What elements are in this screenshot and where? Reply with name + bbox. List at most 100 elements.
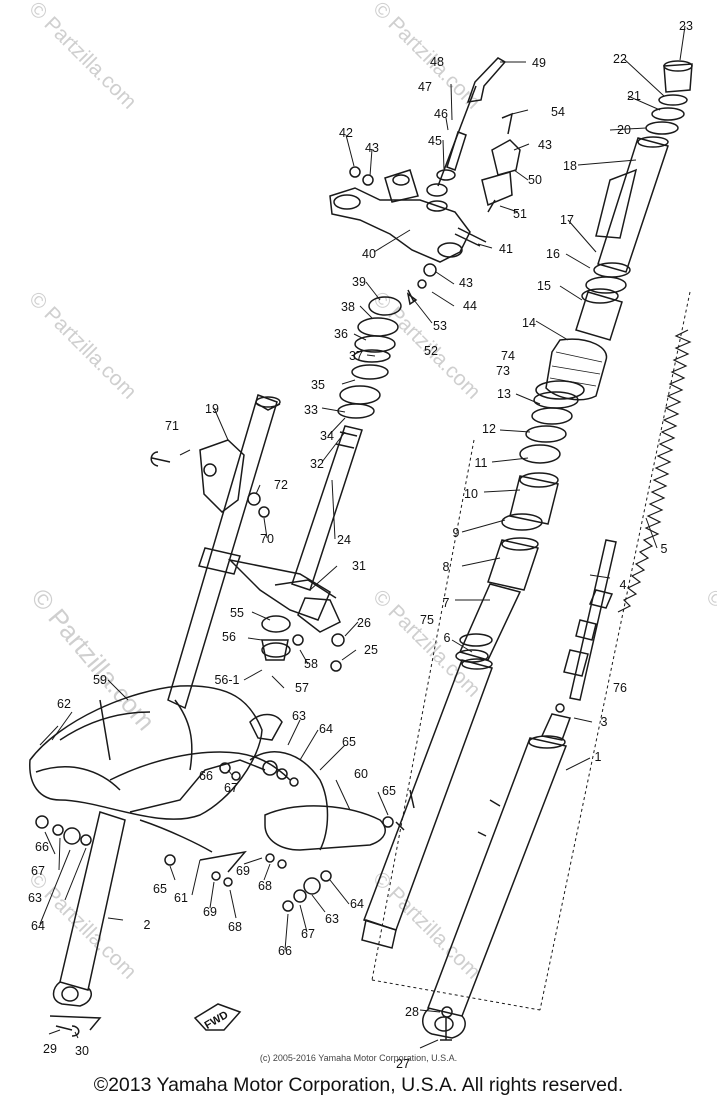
rod-tip [540,713,571,741]
watermark: © Partzilla.com [368,0,484,114]
left-axle-boss [52,981,93,1007]
callout: 14 [522,316,536,330]
callout: 72 [274,478,288,492]
bolt-71 [150,451,171,467]
callout: 63 [325,912,339,926]
callout: 52 [424,344,438,358]
callout: 24 [337,533,351,547]
headlight-bracket [199,439,245,513]
clamp-51 [481,171,513,207]
callout: 69 [236,864,250,878]
callout: 9 [453,526,460,540]
callout: 22 [613,52,627,66]
callout: 63 [28,891,42,905]
callout: 61 [174,891,188,905]
callout: 64 [319,722,333,736]
callout: 20 [617,123,631,137]
callout: 10 [464,487,478,501]
bolt-65 [164,854,176,866]
bushing-10 [509,475,559,525]
callout: 73 [496,364,510,378]
oring-9 [501,513,543,531]
damper-rod-4 [569,539,617,701]
nut [35,815,49,829]
callout: 21 [627,89,641,103]
callout: 65 [153,882,167,896]
washer-12 [525,425,567,443]
callout: 53 [433,319,447,333]
callout: 51 [513,207,527,221]
watermark: © Partzilla.com [24,0,140,114]
callout: 1 [595,750,602,764]
axle-bolt [55,1025,80,1037]
washer [63,827,81,845]
ring-16 [585,276,627,294]
nut-70 [258,506,270,518]
front-fender [29,685,263,820]
callout: 66 [35,840,49,854]
callout: 47 [418,80,432,94]
callout: 32 [310,457,324,471]
callout: 34 [320,429,334,443]
fender-stay [109,751,291,781]
callout: 8 [443,560,450,574]
callout: 69 [203,905,217,919]
callout: 42 [339,126,353,140]
callout: 46 [434,107,448,121]
callout: 3 [601,715,608,729]
oring-22 [658,94,688,106]
callout: 26 [357,616,371,630]
callout: 17 [560,213,574,227]
callout: 18 [563,159,577,173]
callout: 56 [222,630,236,644]
main-copyright: ©2013 Yamaha Motor Corporation, U.S.A. A… [93,1074,624,1096]
callout: 19 [205,402,219,416]
callout: 38 [341,300,355,314]
callout: 55 [230,606,244,620]
dust-boot-14 [545,338,608,401]
callout: 37 [349,349,363,363]
drain-28 [441,1006,453,1018]
callout: 7 [443,596,450,610]
watermark: © Partzilla.com [368,585,484,701]
ball-race-37 [353,349,391,363]
clamp-50 [491,139,521,176]
callout: 67 [301,927,315,941]
ring-75 [459,633,493,647]
ring-35 [351,364,389,380]
washer-66 [219,762,231,774]
callout: 29 [43,1042,57,1056]
left-outer-tube [59,811,126,991]
washer [52,824,64,836]
callout: 68 [228,920,242,934]
fork-cap-23 [663,63,693,93]
callout: 64 [31,919,45,933]
axle-boss-1 [422,1007,466,1039]
watermark: © Partzilla.com [368,867,484,983]
callout: 65 [342,735,356,749]
callout: 70 [260,532,274,546]
piston-ring-8 [487,539,539,591]
seal-74 [535,380,585,400]
nut-66 [282,900,294,912]
callout: 36 [334,327,348,341]
washer-63 [262,760,278,776]
washer-69 [211,871,221,881]
callout: 25 [364,643,378,657]
lock-55 [261,615,291,633]
callout: 43 [538,138,552,152]
bolt-27 [440,1018,452,1041]
callout: 44 [463,299,477,313]
callout: 48 [430,55,444,69]
callout: 31 [352,559,366,573]
ring-33 [339,385,381,405]
callout: 68 [258,879,272,893]
callout: 59 [93,673,107,687]
callout: 67 [31,864,45,878]
callout: 30 [75,1044,89,1058]
fork-spring-5 [617,329,692,613]
callout: 23 [679,19,693,33]
pinch-bolt-41 [454,227,487,247]
callout: 66 [278,944,292,958]
